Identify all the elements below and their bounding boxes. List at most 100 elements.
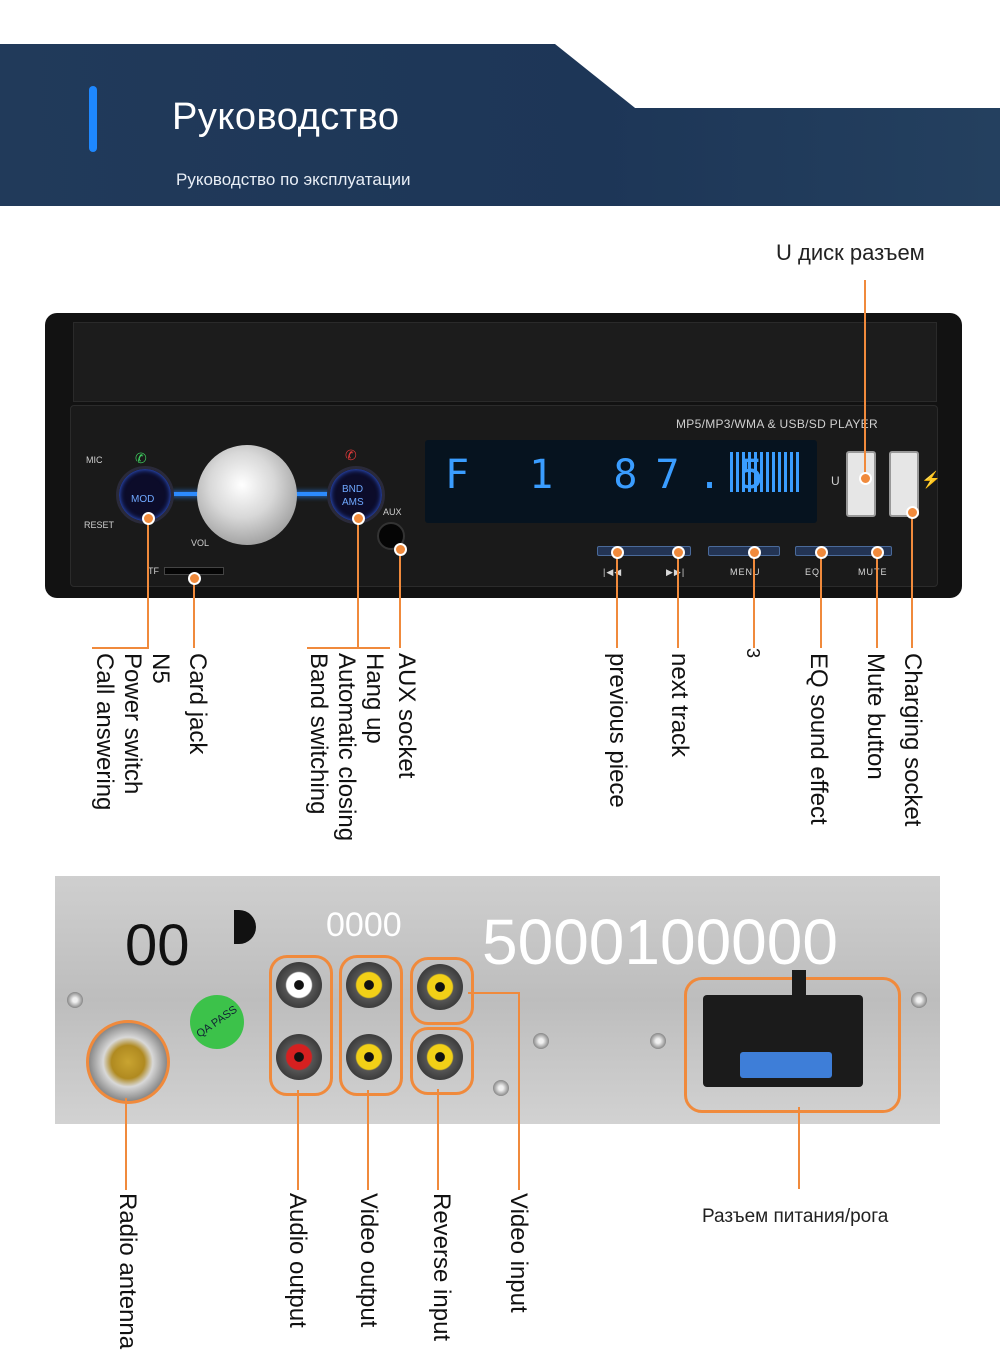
prev-next-key[interactable]	[597, 546, 691, 556]
screw-mid-2	[533, 1033, 549, 1049]
d-shaped-hole	[234, 910, 256, 944]
callout-line-mod	[147, 518, 149, 648]
callout-line-bnd	[357, 518, 359, 648]
menu-key-label: MENU	[730, 567, 761, 577]
front-lid	[73, 322, 937, 402]
callout-line-mute	[876, 552, 878, 648]
page-title: Руководство	[172, 96, 400, 138]
rear-mid-number: 0000	[326, 906, 402, 944]
screw-mid	[650, 1033, 666, 1049]
accent-bar	[89, 86, 97, 152]
vol-label: VOL	[191, 538, 210, 548]
callout-dot-mute	[871, 546, 884, 559]
audio-out-white-jack[interactable]	[276, 962, 322, 1008]
player-model-text: MP5/MP3/WMA & USB/SD PLAYER	[676, 417, 878, 431]
audio-output-box	[269, 955, 333, 1096]
label-card-jack: Card jack	[184, 653, 211, 755]
callout-dot-next	[672, 546, 685, 559]
screw-right	[911, 992, 927, 1008]
callout-line-antenna	[125, 1098, 127, 1190]
phone-answer-icon: ✆	[135, 450, 147, 466]
usb-port-1[interactable]	[846, 451, 876, 517]
callout-line-reverse	[437, 1089, 439, 1190]
u-label: U	[831, 474, 840, 488]
video-output-box	[339, 955, 403, 1096]
callout-line-card	[193, 578, 195, 648]
tf-label: TF	[148, 566, 159, 576]
next-key-label: ▶▶|	[666, 567, 686, 577]
banner-notch	[555, 44, 1000, 108]
ams-label: AMS	[342, 497, 364, 508]
radio-antenna-jack[interactable]	[86, 1020, 170, 1104]
bnd-label: BND	[342, 484, 364, 495]
callout-dot-charge	[906, 506, 919, 519]
callout-dot-menu	[748, 546, 761, 559]
label-reverse-input: Reverse input	[428, 1193, 455, 1342]
usb-disk-label: U диск разъем	[776, 240, 925, 265]
video-input-jack[interactable]	[417, 964, 463, 1010]
phone-hangup-icon: ✆	[345, 447, 357, 463]
callout-line-menu	[753, 552, 755, 648]
mod-label: MOD	[131, 494, 155, 505]
callout-line-prev	[616, 552, 618, 648]
blue-fuse	[740, 1052, 832, 1078]
callout-line-audio-out	[297, 1090, 299, 1190]
label-previous-piece: previous piece	[604, 653, 631, 808]
callout-line-usb	[864, 280, 866, 478]
screw-bottom	[493, 1080, 509, 1096]
eq-key-label: EQ	[805, 567, 821, 577]
label-menu-number: 3	[743, 648, 763, 659]
callout-line-aux	[399, 549, 401, 648]
label-next-track: next track	[666, 653, 693, 758]
mute-key-label: MUTE	[858, 567, 888, 577]
menu-key[interactable]	[708, 546, 780, 556]
label-video-output: Video output	[355, 1193, 382, 1328]
prev-key-label: |◀◀	[603, 567, 623, 577]
callout-bar-mod	[92, 647, 149, 649]
rear-long-number: 5000100000	[482, 906, 838, 978]
label-automatic-closing: Automatic closing	[333, 653, 360, 842]
callout-dot-aux	[394, 543, 407, 556]
rear-big-number: 00	[125, 913, 190, 978]
power-connector-label: Разъем питания/рога	[702, 1206, 889, 1227]
page-subtitle: Руководство по эксплуатации	[176, 170, 411, 189]
reverse-input-jack[interactable]	[417, 1034, 463, 1080]
eq-mute-key[interactable]	[795, 546, 892, 556]
spectrum-icon	[730, 452, 800, 492]
callout-line-power	[798, 1107, 800, 1189]
callout-bar-bnd	[307, 647, 390, 649]
label-charging-socket: Charging socket	[899, 653, 926, 827]
aux-jack[interactable]	[377, 522, 405, 550]
label-video-input: Video input	[505, 1193, 532, 1313]
aux-label: AUX	[383, 507, 402, 517]
reverse-input-box	[410, 1027, 474, 1095]
mic-label: MIC	[86, 455, 103, 465]
volume-knob[interactable]	[197, 445, 297, 545]
label-radio-antenna: Radio antenna	[114, 1193, 141, 1350]
label-audio-output: Audio output	[284, 1193, 311, 1328]
label-band-switching: Band switching	[305, 653, 332, 815]
light-strip-left	[170, 492, 210, 496]
charging-bolt-icon: ⚡	[921, 472, 941, 489]
video-out-jack-2[interactable]	[346, 1034, 392, 1080]
callout-line-video-in	[518, 992, 520, 1190]
label-n5: N5	[147, 653, 174, 684]
audio-out-red-jack[interactable]	[276, 1034, 322, 1080]
callout-dot-usb	[859, 472, 872, 485]
light-strip-right	[287, 492, 332, 496]
display-frequency: F 1 87.5	[445, 452, 782, 498]
reset-label: RESET	[84, 520, 115, 530]
label-call-answering: Call answering	[91, 653, 118, 811]
label-mute-button: Mute button	[862, 653, 889, 780]
callout-dot-mod	[142, 512, 155, 525]
label-power-switch: Power switch	[119, 653, 146, 795]
callout-bar-video-in	[468, 992, 520, 994]
label-hang-up: Hang up	[361, 653, 388, 744]
callout-dot-card	[188, 572, 201, 585]
label-eq-sound-effect: EQ sound effect	[805, 653, 832, 825]
video-out-jack-1[interactable]	[346, 962, 392, 1008]
callout-dot-bnd	[352, 512, 365, 525]
connector-latch	[792, 970, 806, 1000]
video-input-box	[410, 957, 474, 1025]
callout-dot-prev	[611, 546, 624, 559]
